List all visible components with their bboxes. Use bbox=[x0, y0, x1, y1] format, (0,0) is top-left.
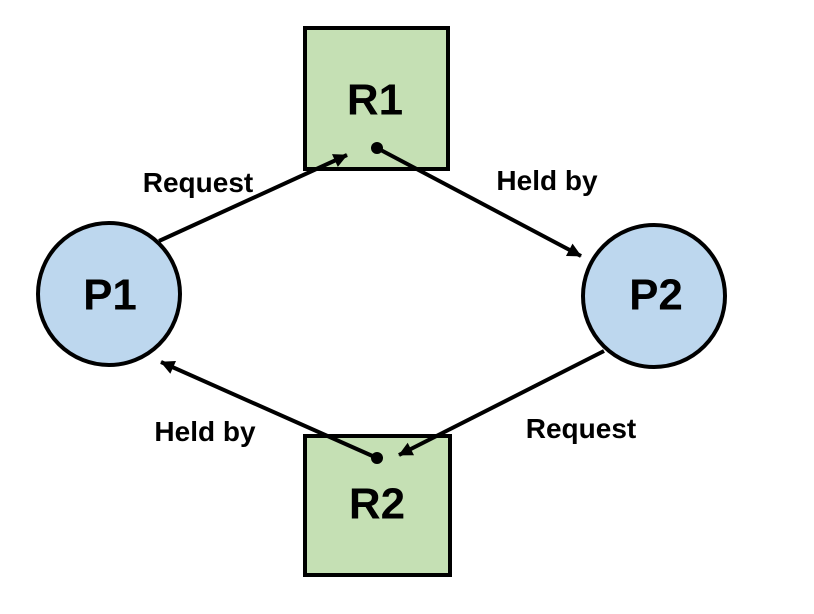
node-label-r1: R1 bbox=[347, 76, 403, 125]
edge-p2-request-r2-label: Request bbox=[526, 413, 636, 444]
edge-r1-heldby-p2: Held by bbox=[376, 146, 598, 258]
edge-r2-heldby-p1-arrow bbox=[160, 360, 378, 460]
edge-p2-request-r2-arrow bbox=[398, 349, 605, 457]
process-node-p2: P2 bbox=[581, 223, 727, 369]
edge-r1-heldby-p2-arrow bbox=[376, 146, 582, 258]
resource-instance-dot-r2 bbox=[371, 452, 383, 464]
node-label-r2: R2 bbox=[349, 480, 405, 529]
edge-r2-heldby-p1-label: Held by bbox=[154, 416, 256, 447]
edge-r2-heldby-p1: Held by bbox=[154, 360, 378, 460]
process-node-p1: P1 bbox=[36, 221, 182, 367]
resource-instance-dot-r1 bbox=[371, 142, 383, 154]
process-shape-p2 bbox=[581, 223, 727, 369]
edge-r1-heldby-p2-label: Held by bbox=[496, 165, 598, 196]
node-label-p1: P1 bbox=[83, 271, 137, 320]
edge-p1-request-r1-arrow bbox=[158, 153, 348, 243]
node-label-p2: P2 bbox=[629, 271, 683, 320]
edge-p1-request-r1-label: Request bbox=[143, 167, 253, 198]
process-shape-p1 bbox=[36, 221, 182, 367]
edge-p1-request-r1: Request bbox=[143, 153, 348, 243]
edge-p2-request-r2: Request bbox=[398, 349, 636, 457]
